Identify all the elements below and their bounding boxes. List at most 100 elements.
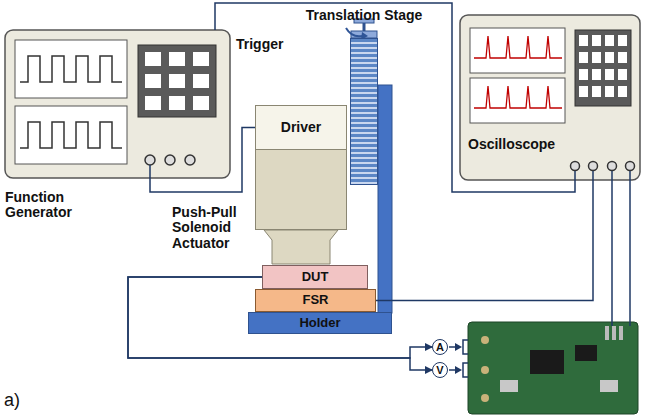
probe-connectors (449, 340, 468, 377)
signal-label: Trigger (236, 36, 283, 52)
function-generator-body-part (145, 74, 161, 88)
measurement-board-part (612, 326, 616, 340)
function-generator-body-part (165, 155, 175, 165)
solenoid-actuator: Push-Pull Solenoid Actuator (255, 150, 347, 230)
node-label: V (436, 364, 443, 376)
node-label: DUT (302, 270, 329, 284)
oscilloscope-body-part (592, 69, 601, 80)
function-generator-body-part (193, 96, 209, 110)
function-generator-body-part (15, 106, 127, 164)
oscilloscope-body-part (592, 86, 601, 97)
function-generator-body-part (138, 45, 216, 117)
oscilloscope-body-part (575, 30, 631, 106)
voltmeter-circle: V (432, 362, 448, 378)
function-generator-body-part (193, 74, 209, 88)
oscilloscope-body (460, 15, 640, 180)
oscilloscope-body-part (605, 52, 614, 63)
node-label: A (436, 341, 444, 353)
probe-connectors-part (449, 369, 455, 371)
measurement-board-part (500, 380, 518, 392)
measurement-board-part (605, 326, 609, 340)
fsr-box: FSR (255, 289, 376, 312)
node-label: Push-Pull Solenoid Actuator (172, 205, 252, 251)
function-generator-body-part (20, 122, 122, 148)
node-label: Oscilloscope (468, 137, 555, 152)
oscilloscope-body-part (592, 52, 601, 63)
oscilloscope-body-part (618, 86, 627, 97)
oscilloscope-body-part (571, 162, 580, 171)
holder-base: Holder (248, 312, 392, 334)
measurement-board-part (468, 322, 638, 414)
measurement-board-part (600, 380, 618, 392)
measurement-board-part (619, 326, 623, 340)
function-generator-body-part (145, 155, 155, 165)
node-label: Holder (299, 316, 340, 330)
translation-stage-knob-part (346, 28, 362, 36)
oscilloscope-body-part (470, 78, 565, 123)
function-generator-body-part (185, 155, 195, 165)
panel-label: a) (4, 390, 20, 411)
measurement-board-part (481, 394, 489, 402)
function-generator-body-part (5, 30, 230, 178)
oscilloscope-body-part (618, 35, 627, 46)
oscilloscope-body-part (474, 36, 562, 58)
function-generator-body-part (20, 56, 122, 82)
actuator-plunger (264, 230, 338, 264)
wire-connector (150, 128, 255, 193)
driver-box: Driver (255, 105, 347, 150)
translation-stage: Translation Stage (350, 38, 378, 185)
function-generator: Function Generator (5, 30, 230, 178)
function-generator-body-part (169, 74, 185, 88)
translation-stage-knob-part (363, 23, 366, 31)
oscilloscope-body-part (470, 28, 565, 73)
oscilloscope-body-part (579, 69, 588, 80)
oscilloscope-body-part (592, 171, 594, 180)
oscilloscope-body-part (629, 171, 631, 180)
oscilloscope-body-part (626, 162, 635, 171)
function-generator-body-part (145, 96, 161, 110)
oscilloscope-body-part (579, 35, 588, 46)
function-generator-body-part (169, 96, 185, 110)
function-generator-body-part (193, 52, 209, 66)
node-label: Function Generator (5, 190, 100, 221)
oscilloscope-body-part (579, 86, 588, 97)
oscilloscope-body-part (605, 35, 614, 46)
function-generator-body-part (169, 52, 185, 66)
probe-connectors-part (455, 366, 462, 374)
board-wires (612, 180, 630, 326)
function-generator-body-part (15, 40, 127, 98)
wire-connector (376, 180, 593, 301)
oscilloscope-body-part (579, 52, 588, 63)
node-label: FSR (303, 293, 329, 307)
measurement-board-part (481, 336, 489, 344)
function-generator-body-part (149, 165, 151, 178)
probe-connectors-part (463, 340, 468, 354)
board-wires-part (611, 180, 613, 326)
probe-connectors-part (455, 343, 462, 351)
wire-connector (128, 277, 432, 370)
probe-connectors-part (463, 363, 468, 377)
oscilloscope-body-part (592, 35, 601, 46)
ammeter-circle: A (432, 339, 448, 355)
oscilloscope-body-part (618, 69, 627, 80)
oscilloscope-body-part (605, 69, 614, 80)
oscilloscope-body-part (574, 171, 576, 180)
wire-connector (128, 277, 432, 358)
oscilloscope-body-part (589, 162, 598, 171)
measurement-board-part (530, 350, 564, 374)
probe-connectors-part (449, 346, 455, 348)
holder-upright (378, 85, 392, 313)
measurement-board-part (481, 366, 489, 374)
oscilloscope-body-part (474, 86, 562, 108)
dut-box: DUT (262, 265, 368, 289)
node-label: Translation Stage (306, 8, 423, 23)
function-generator-body-part (145, 52, 161, 66)
measurement-board-part (575, 345, 597, 361)
function-generator-body (5, 30, 230, 178)
oscilloscope-body-part (608, 162, 617, 171)
oscilloscope: Oscilloscope (460, 15, 640, 180)
oscilloscope-body-part (611, 171, 613, 180)
board-wires-part (629, 180, 631, 326)
measurement-board (468, 322, 638, 414)
